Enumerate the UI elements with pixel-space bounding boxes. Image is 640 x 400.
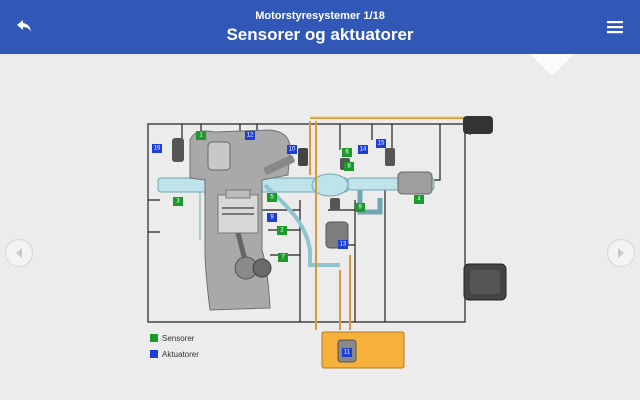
hamburger-menu-icon xyxy=(607,21,623,34)
badge-2: 2 xyxy=(277,226,287,235)
svg-text:12: 12 xyxy=(247,133,254,139)
svg-text:4: 4 xyxy=(417,197,421,203)
svg-text:14: 14 xyxy=(360,147,367,153)
svg-text:9: 9 xyxy=(270,215,274,221)
svg-text:1: 1 xyxy=(199,133,203,139)
menu-button[interactable] xyxy=(600,12,630,42)
svg-text:10: 10 xyxy=(289,147,296,153)
badge-6: 6 xyxy=(342,148,352,157)
legend: Sensorer Aktuatorer xyxy=(150,334,199,359)
svg-text:8: 8 xyxy=(347,164,351,170)
engine-block xyxy=(172,129,308,311)
svg-text:3: 3 xyxy=(176,199,180,205)
badge-13: 13 xyxy=(338,240,348,249)
badge-3: 3 xyxy=(173,197,183,206)
back-arrow-icon xyxy=(17,20,31,32)
badge-1: 1 xyxy=(196,131,206,140)
next-page-button[interactable] xyxy=(608,240,634,266)
back-button[interactable] xyxy=(8,12,42,42)
component-badges: 16 1 12 10 3 5 9 2 7 6 14 15 8 9 4 13 11 xyxy=(152,131,424,357)
svg-text:16: 16 xyxy=(154,146,161,152)
page-title: Sensorer og aktuatorer xyxy=(226,25,414,44)
page-counter: Motorstyresystemer 1/18 xyxy=(255,10,385,22)
legend-actuator-swatch xyxy=(150,350,158,358)
svg-text:11: 11 xyxy=(344,350,351,356)
svg-text:6: 6 xyxy=(345,150,349,156)
badge-9b: 9 xyxy=(355,203,365,212)
svg-text:2: 2 xyxy=(280,228,284,234)
components-right xyxy=(325,116,507,301)
intake-pipe xyxy=(157,173,435,267)
badge-15: 15 xyxy=(376,139,386,148)
svg-text:15: 15 xyxy=(378,141,385,147)
prev-page-button[interactable] xyxy=(6,240,32,266)
svg-text:7: 7 xyxy=(281,255,285,261)
badge-12: 12 xyxy=(245,131,255,140)
svg-text:5: 5 xyxy=(270,195,274,201)
svg-text:13: 13 xyxy=(340,242,347,248)
app-header: Motorstyresystemer 1/18 Sensorer og aktu… xyxy=(0,0,640,54)
badge-4: 4 xyxy=(414,195,424,204)
engine-diagram: 16 1 12 10 3 5 9 2 7 6 14 15 8 9 4 13 11… xyxy=(147,116,507,369)
badge-5: 5 xyxy=(267,193,277,202)
legend-actuator-label: Aktuatorer xyxy=(162,350,199,359)
badge-11: 11 xyxy=(342,348,352,357)
badge-16: 16 xyxy=(152,144,162,153)
fuel-tank xyxy=(321,331,405,369)
badge-10: 10 xyxy=(287,145,297,154)
chevron-left-icon xyxy=(16,248,22,258)
badge-7: 7 xyxy=(278,253,288,262)
legend-sensor-swatch xyxy=(150,334,158,342)
legend-sensor-label: Sensorer xyxy=(162,334,195,343)
header-notch xyxy=(530,54,574,76)
badge-8: 8 xyxy=(344,162,354,171)
badge-9: 9 xyxy=(267,213,277,222)
badge-14: 14 xyxy=(358,145,368,154)
chevron-right-icon xyxy=(618,248,624,258)
svg-text:9: 9 xyxy=(358,205,362,211)
